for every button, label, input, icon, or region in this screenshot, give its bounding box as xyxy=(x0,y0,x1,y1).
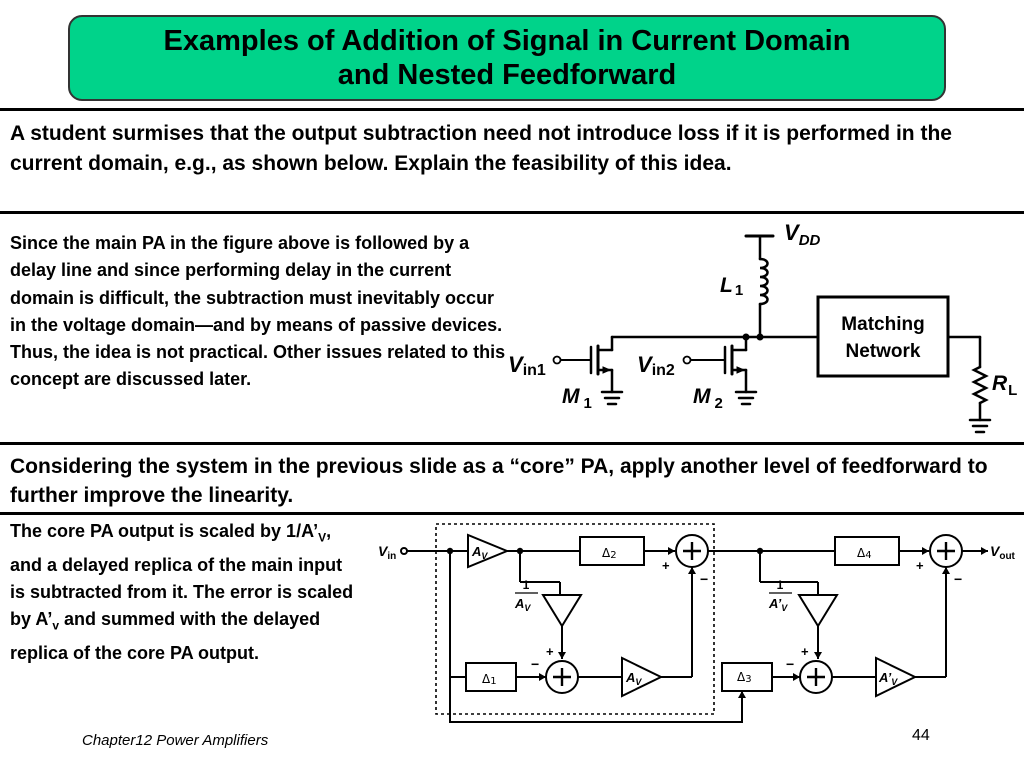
svg-text:AV: AV xyxy=(471,544,488,561)
svg-text:−: − xyxy=(954,571,962,587)
svg-text:Δ2: Δ2 xyxy=(602,546,617,561)
svg-text:Vin1: Vin1 xyxy=(508,352,546,379)
svg-text:A’V: A’V xyxy=(768,596,788,613)
question-text: A student surmises that the output subtr… xyxy=(10,122,952,175)
page-number: 44 xyxy=(912,727,930,744)
divider-1 xyxy=(0,108,1024,111)
svg-text:M1: M1 xyxy=(562,385,592,412)
divider-2 xyxy=(0,211,1024,214)
svg-text:RL: RL xyxy=(992,372,1017,399)
svg-text:Vout: Vout xyxy=(990,543,1016,562)
svg-text:−: − xyxy=(700,571,708,587)
core-pa-box xyxy=(435,523,715,715)
ground-m2 xyxy=(734,390,758,406)
answer-2-text: The core PA output is scaled by 1/A’V, a… xyxy=(10,521,354,663)
current-domain-circuit xyxy=(552,234,992,434)
transistor-m2 xyxy=(682,335,748,394)
svg-text:+: + xyxy=(546,644,554,659)
divider-3 xyxy=(0,442,1024,445)
title-box: Examples of Addition of Signal in Curren… xyxy=(68,15,946,101)
title-line-1: Examples of Addition of Signal in Curren… xyxy=(163,25,851,57)
footer-chapter: Chapter12 Power Amplifiers xyxy=(82,732,269,749)
svg-text:Δ3: Δ3 xyxy=(737,670,752,685)
svg-text:AV: AV xyxy=(625,670,642,687)
amp-av-error xyxy=(621,656,664,698)
question-2-text: Considering the system in the previous s… xyxy=(10,455,988,507)
svg-text:−: − xyxy=(531,656,539,672)
svg-text:1: 1 xyxy=(523,578,530,592)
matching-label-1: Matching xyxy=(841,314,924,335)
divider-4 xyxy=(0,512,1024,515)
ground-m1 xyxy=(600,390,624,406)
amp-inv-av-prime xyxy=(797,594,839,628)
svg-text:Vin: Vin xyxy=(378,543,396,562)
amp-av-prime xyxy=(875,656,918,698)
svg-text:Δ4: Δ4 xyxy=(857,546,872,561)
svg-text:A’V: A’V xyxy=(878,670,898,687)
inductor-l1 xyxy=(758,257,769,306)
matching-network-box xyxy=(816,295,950,378)
ground-rl xyxy=(968,418,992,434)
svg-text:+: + xyxy=(662,558,670,573)
svg-text:VDD: VDD xyxy=(784,220,821,249)
input-to-d3-path xyxy=(449,677,743,723)
title-line-2: and Nested Feedforward xyxy=(337,59,677,91)
svg-text:Δ1: Δ1 xyxy=(482,672,497,687)
svg-text:AV: AV xyxy=(514,596,531,613)
matching-label-2: Network xyxy=(846,341,921,362)
svg-text:L1: L1 xyxy=(720,274,743,299)
svg-text:M2: M2 xyxy=(693,385,723,412)
svg-text:−: − xyxy=(786,656,794,672)
resistor-rl xyxy=(971,365,989,405)
svg-text:1: 1 xyxy=(777,578,784,592)
svg-text:+: + xyxy=(801,644,809,659)
svg-text:+: + xyxy=(916,558,924,573)
block-labels: Vin Vout AV AV A’V 1 AV 1 A’V Δ2 Δ1 Δ3 Δ… xyxy=(378,543,1016,687)
svg-text:Vin2: Vin2 xyxy=(637,352,675,379)
nested-feedforward-diagram xyxy=(400,523,988,723)
transistor-m1 xyxy=(552,335,614,394)
answer-1-text: Since the main PA in the figure above is… xyxy=(10,233,506,390)
amp-inv-av xyxy=(541,594,583,628)
amp-av-main xyxy=(467,533,510,569)
